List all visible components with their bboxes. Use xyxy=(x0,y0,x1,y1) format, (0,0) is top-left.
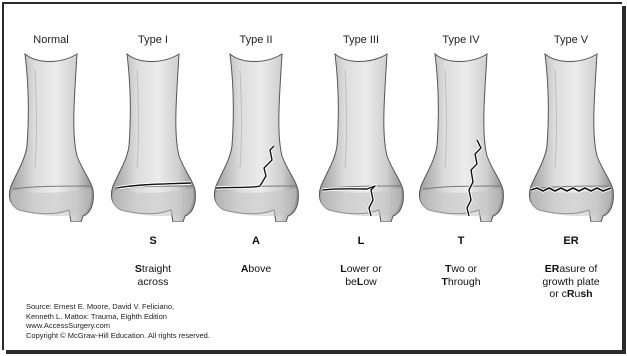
description-text: asure of xyxy=(559,263,597,275)
description-line: Lower or xyxy=(309,263,413,276)
column-normal: Normal xyxy=(0,4,103,350)
bone-illustration xyxy=(107,50,199,222)
description-line: beLow xyxy=(309,276,413,289)
bone-illustration xyxy=(5,50,97,222)
mnemonic-highlight: S xyxy=(135,263,142,275)
type-label: Type I xyxy=(101,34,205,46)
description-text: bove xyxy=(248,263,271,275)
description-line: growth plate xyxy=(519,276,623,289)
description-text: be xyxy=(345,276,357,288)
mnemonic-letter: S xyxy=(101,235,205,247)
type-label: Normal xyxy=(0,34,103,46)
bone-illustration xyxy=(415,50,507,222)
description-text: or c xyxy=(549,288,567,300)
description-text: across xyxy=(138,276,169,288)
description-text: hrough xyxy=(448,276,481,288)
type-label: Type II xyxy=(204,34,308,46)
mnemonic-description: Above xyxy=(204,263,308,276)
source-line: Copyright © McGraw-Hill Education. All r… xyxy=(26,331,210,341)
mnemonic-letter: A xyxy=(204,235,308,247)
description-text: growth plate xyxy=(542,276,599,288)
description-line: Above xyxy=(204,263,308,276)
type-label: Type V xyxy=(519,34,623,46)
description-line: across xyxy=(101,276,205,289)
column-type-2: Type II A Above xyxy=(204,4,308,350)
type-label: Type IV xyxy=(409,34,513,46)
description-text: wo or xyxy=(451,263,477,275)
description-line: or cRush xyxy=(519,288,623,301)
description-text: ow xyxy=(363,276,376,288)
mnemonic-letter: T xyxy=(409,235,513,247)
bone-illustration xyxy=(315,50,407,222)
description-line: ERasure of xyxy=(519,263,623,276)
mnemonic-highlight: sh xyxy=(580,288,592,300)
source-line: Kenneth L. Mattox: Trauma, Eighth Editio… xyxy=(26,312,210,322)
mnemonic-letter: L xyxy=(309,235,413,247)
mnemonic-highlight: ER xyxy=(545,263,560,275)
mnemonic-letter: ER xyxy=(519,235,623,247)
source-citation: Source: Ernest E. Moore, David V. Felici… xyxy=(26,302,210,340)
description-line: Two or xyxy=(409,263,513,276)
description-line: Straight xyxy=(101,263,205,276)
type-label: Type III xyxy=(309,34,413,46)
bone-illustration xyxy=(210,50,302,222)
bone-illustration xyxy=(525,50,617,222)
description-text: ower or xyxy=(347,263,382,275)
source-line: www.AccessSurgery.com xyxy=(26,321,210,331)
source-line: Source: Ernest E. Moore, David V. Felici… xyxy=(26,302,210,312)
description-text: traight xyxy=(142,263,171,275)
mnemonic-highlight: R xyxy=(567,288,575,300)
description-line: Through xyxy=(409,276,513,289)
